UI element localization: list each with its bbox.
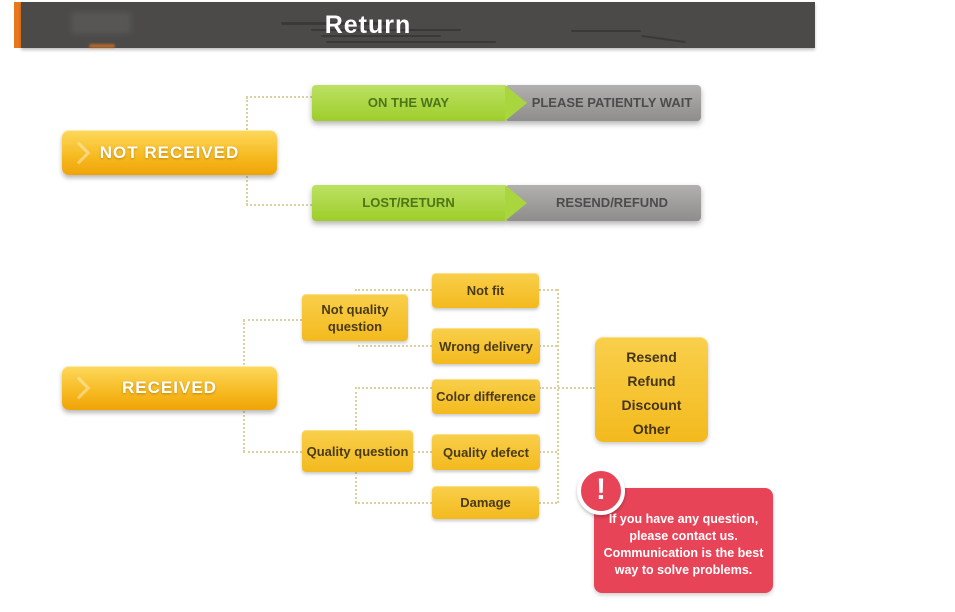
note-line: please contact us. — [629, 529, 738, 543]
connector-line — [243, 319, 302, 321]
page-title: Return — [324, 11, 412, 39]
node-wrong-delivery: Wrong delivery — [432, 328, 540, 364]
connector-line — [355, 502, 432, 504]
node-label: RECEIVED — [122, 378, 217, 397]
exclamation-icon: ! — [577, 467, 625, 515]
node-not-received: NOT RECEIVED — [62, 130, 277, 175]
connector-line — [539, 451, 557, 453]
connector-line — [539, 387, 595, 389]
node-label: Damage — [460, 495, 511, 510]
note-line: Communication is the best — [603, 546, 764, 560]
note-line: If you have any question, — [608, 512, 759, 526]
connector-line — [355, 472, 357, 503]
watermark-scribble — [326, 41, 496, 43]
connector-line — [539, 289, 557, 291]
cause-label: ON THE WAY — [367, 95, 450, 110]
arrow-tip — [505, 85, 527, 121]
node-label: Not quality question — [321, 301, 389, 334]
node-label: Wrong delivery — [439, 338, 533, 354]
connector-line — [243, 451, 302, 453]
action-label: RESEND/REFUND — [556, 195, 668, 210]
connector-line — [413, 451, 432, 453]
connector-line — [355, 387, 432, 389]
node-quality-question: Quality question — [302, 430, 413, 472]
connector-line — [246, 204, 312, 206]
outcome-label: Discount — [621, 397, 682, 413]
header-bar — [21, 2, 815, 48]
connector-line — [539, 502, 557, 504]
watermark-scribble — [571, 30, 641, 32]
note-line: way to solve problems. — [614, 563, 753, 577]
arrow-tip — [505, 185, 527, 221]
cause-bar — [312, 185, 505, 221]
node-label: Not fit — [466, 283, 505, 298]
cause-bar — [312, 85, 505, 121]
node-not-quality-question: Not quality question — [302, 294, 408, 341]
watermark-scribble — [71, 12, 131, 34]
contact-note: If you have any question, please contact… — [594, 488, 773, 593]
branch-lost-return: LOST/RETURN RESEND/REFUND — [312, 185, 701, 221]
node-color-difference: Color difference — [432, 379, 540, 414]
connector-line — [539, 345, 557, 347]
connector-line — [557, 289, 559, 503]
connector-line — [355, 289, 357, 296]
watermark-scribble — [281, 22, 391, 25]
connector-line — [355, 387, 357, 430]
node-not-fit: Not fit — [432, 273, 539, 308]
action-bar — [505, 185, 701, 221]
watermark-scribble — [321, 35, 441, 37]
action-label: PLEASE PATIENTLY WAIT — [531, 95, 693, 110]
watermark-scribble — [89, 44, 115, 48]
connector-line — [358, 345, 432, 347]
outcome-label: Refund — [627, 373, 676, 389]
header-accent-stripe — [14, 2, 21, 48]
node-label: Color difference — [436, 389, 536, 404]
node-label: NOT RECEIVED — [99, 142, 240, 162]
watermark-scribble — [311, 29, 461, 31]
node-quality-defect: Quality defect — [432, 434, 540, 470]
cause-label: LOST/RETURN — [362, 195, 455, 210]
node-label: Quality defect — [443, 444, 529, 460]
action-bar — [505, 85, 701, 121]
node-received: RECEIVED — [62, 366, 277, 410]
branch-on-the-way: ON THE WAY PLEASE PATIENTLY WAIT — [312, 85, 701, 121]
outcome-label: Resend — [626, 349, 677, 365]
connector-line — [246, 96, 312, 98]
node-label: Quality question — [306, 443, 409, 459]
connector-line — [355, 289, 432, 291]
outcome-label: Other — [632, 421, 671, 437]
node-damage: Damage — [432, 486, 539, 519]
node-outcomes: Resend Refund Discount Other — [595, 337, 708, 442]
